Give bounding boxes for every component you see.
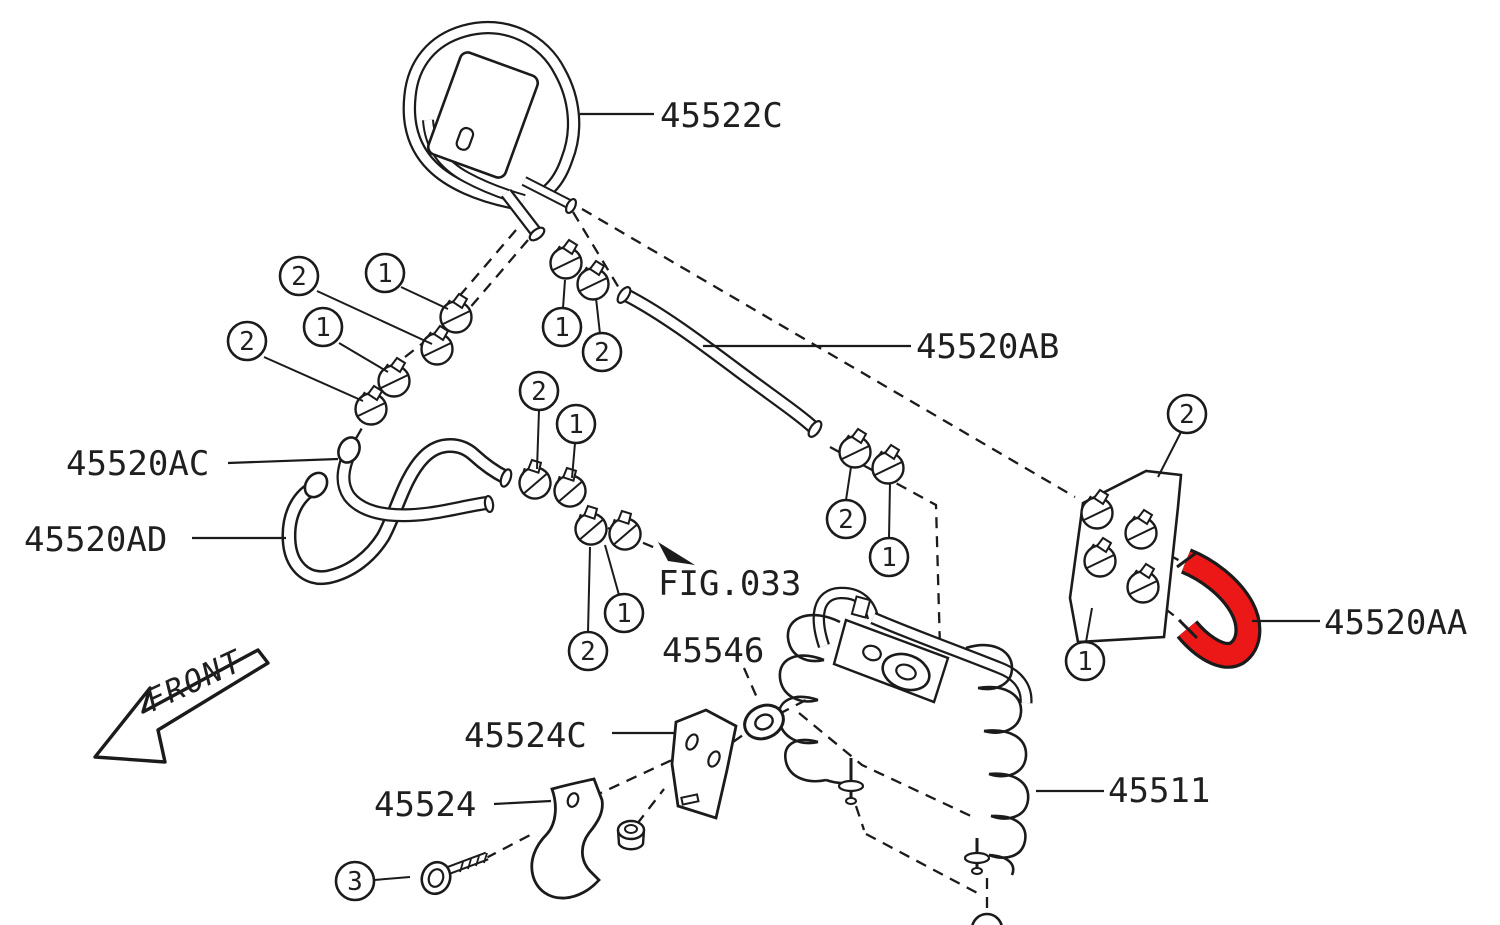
hose-45522c bbox=[402, 20, 581, 242]
bracket-45524 bbox=[530, 777, 604, 900]
clamp-icon bbox=[439, 292, 473, 334]
part-label-45520ad: 45520AD bbox=[24, 520, 167, 560]
part-label-45522c: 45522C bbox=[660, 96, 783, 136]
dashed-line-to-left-clamps-2 bbox=[467, 239, 529, 311]
dashed-line-bolt-to-bracket bbox=[485, 831, 535, 860]
callout-number: 2 bbox=[291, 262, 307, 292]
callout-badge: 3 bbox=[334, 860, 376, 902]
callout-number: 2 bbox=[239, 327, 255, 357]
callout-badge: 1 bbox=[603, 592, 645, 634]
flange-bolt bbox=[420, 851, 489, 896]
callout-number: 2 bbox=[531, 377, 547, 407]
callout-number: 1 bbox=[1077, 647, 1093, 677]
cooler-coil-right bbox=[965, 643, 1030, 876]
part-label-45524: 45524 bbox=[374, 785, 476, 825]
callout-badge: 1 bbox=[364, 252, 406, 294]
flange-nut bbox=[616, 819, 646, 851]
callout-number: 3 bbox=[347, 867, 363, 897]
callout-badge: 1 bbox=[555, 403, 597, 445]
clamp-icon bbox=[1080, 488, 1114, 530]
callout-badge: 1 bbox=[541, 306, 583, 348]
cooler-stud-1 bbox=[837, 758, 865, 805]
cooler-bolt-head bbox=[862, 644, 882, 662]
callout-badge: 2 bbox=[567, 630, 609, 672]
part-label-45520ab: 45520AB bbox=[916, 327, 1059, 367]
hose-ac-tip bbox=[337, 436, 361, 464]
leader-45520ac bbox=[227, 457, 339, 465]
callout-leader-lines bbox=[263, 279, 1182, 881]
dashed-line-nut-to-bracket bbox=[636, 788, 665, 825]
front-arrow-shape bbox=[93, 648, 270, 764]
dashed-line-cooler-outline bbox=[798, 712, 974, 819]
part-label-45524c: 45524C bbox=[464, 716, 587, 756]
callout-number: 1 bbox=[881, 543, 897, 573]
hose-bracket-plate bbox=[426, 51, 540, 179]
callout-number: 2 bbox=[580, 637, 596, 667]
part-label-45546: 45546 bbox=[662, 631, 764, 671]
dashed-line-to-left-clamps bbox=[455, 229, 517, 301]
dashed-line-between-clamps bbox=[404, 342, 424, 358]
callout-badge: 2 bbox=[226, 320, 268, 362]
callout-badge: 2 bbox=[518, 370, 560, 412]
oil-cooler-45511 bbox=[777, 586, 1033, 925]
callout-number: 1 bbox=[315, 313, 331, 343]
dashed-line-to-cooler bbox=[829, 445, 942, 649]
dashed-assembly-lines bbox=[352, 208, 1185, 910]
dashed-line-stud-1 bbox=[854, 805, 866, 831]
callout-badge: 2 bbox=[1166, 393, 1208, 435]
clamp-icon bbox=[838, 427, 872, 469]
dashed-line-grommet bbox=[732, 698, 807, 743]
callout-badge: 2 bbox=[825, 498, 867, 540]
dashed-leader-45546 bbox=[742, 667, 760, 701]
fig033-reference-label: FIG.033 bbox=[658, 564, 801, 604]
dashed-line-bracket-to-bracket bbox=[591, 758, 673, 799]
hose-ad-tip bbox=[303, 471, 329, 499]
callout-number: 2 bbox=[594, 338, 610, 368]
callout-badge: 2 bbox=[278, 255, 320, 297]
clamp-icon bbox=[512, 455, 556, 504]
dashed-line-main-diagonal bbox=[581, 208, 1076, 498]
cooler-stud-2 bbox=[963, 838, 991, 875]
fig033-arrow bbox=[658, 542, 695, 565]
clamp-icon bbox=[602, 506, 646, 555]
clamp-icon bbox=[871, 443, 905, 485]
cut-off-callout bbox=[971, 912, 1003, 925]
callout-number: 2 bbox=[1179, 400, 1195, 430]
grommet-45546 bbox=[743, 703, 785, 741]
callout-badge: 1 bbox=[302, 306, 344, 348]
hose-45520ad bbox=[281, 438, 513, 586]
callout-number: 2 bbox=[838, 505, 854, 535]
bracket-45524c bbox=[670, 708, 738, 820]
callout-number: 1 bbox=[377, 259, 393, 289]
part-labels: 45522C 45520AB 45520AC 45520AD 45520AA 4… bbox=[24, 96, 1467, 825]
part-label-45511: 45511 bbox=[1108, 771, 1210, 811]
hose-45520ac bbox=[336, 436, 495, 523]
label-leader-lines bbox=[192, 112, 1320, 806]
cooler-tab bbox=[850, 595, 872, 619]
callout-badge: 1 bbox=[1064, 640, 1106, 682]
callout-badges: 2 1 1 2 1 2 2 1 1 2 2 1 2 1 3 bbox=[226, 252, 1208, 902]
plate-hole bbox=[455, 126, 475, 151]
front-direction-arrow: FRONT bbox=[93, 643, 270, 764]
hose-45520aa-highlighted bbox=[1176, 548, 1262, 669]
clamp-icon bbox=[549, 238, 583, 280]
callout-number: 1 bbox=[616, 599, 632, 629]
leader-45524 bbox=[493, 799, 552, 806]
callout-number: 1 bbox=[554, 313, 570, 343]
dashed-line-cooler-bottom bbox=[865, 832, 984, 898]
hose-clamps bbox=[354, 238, 1160, 604]
clamp-icon bbox=[420, 324, 454, 366]
clamp-icon bbox=[547, 463, 591, 512]
callout-badge: 1 bbox=[868, 536, 910, 578]
clamp-icon bbox=[354, 384, 388, 426]
callout-badge: 2 bbox=[581, 331, 623, 373]
part-label-45520ac: 45520AC bbox=[66, 444, 209, 484]
clamp-icon bbox=[568, 501, 612, 550]
part-label-45520aa: 45520AA bbox=[1324, 603, 1467, 643]
dashed-line-to-hose-ab bbox=[572, 211, 623, 294]
hose-45520ab bbox=[616, 286, 823, 438]
callout-number: 1 bbox=[568, 410, 584, 440]
